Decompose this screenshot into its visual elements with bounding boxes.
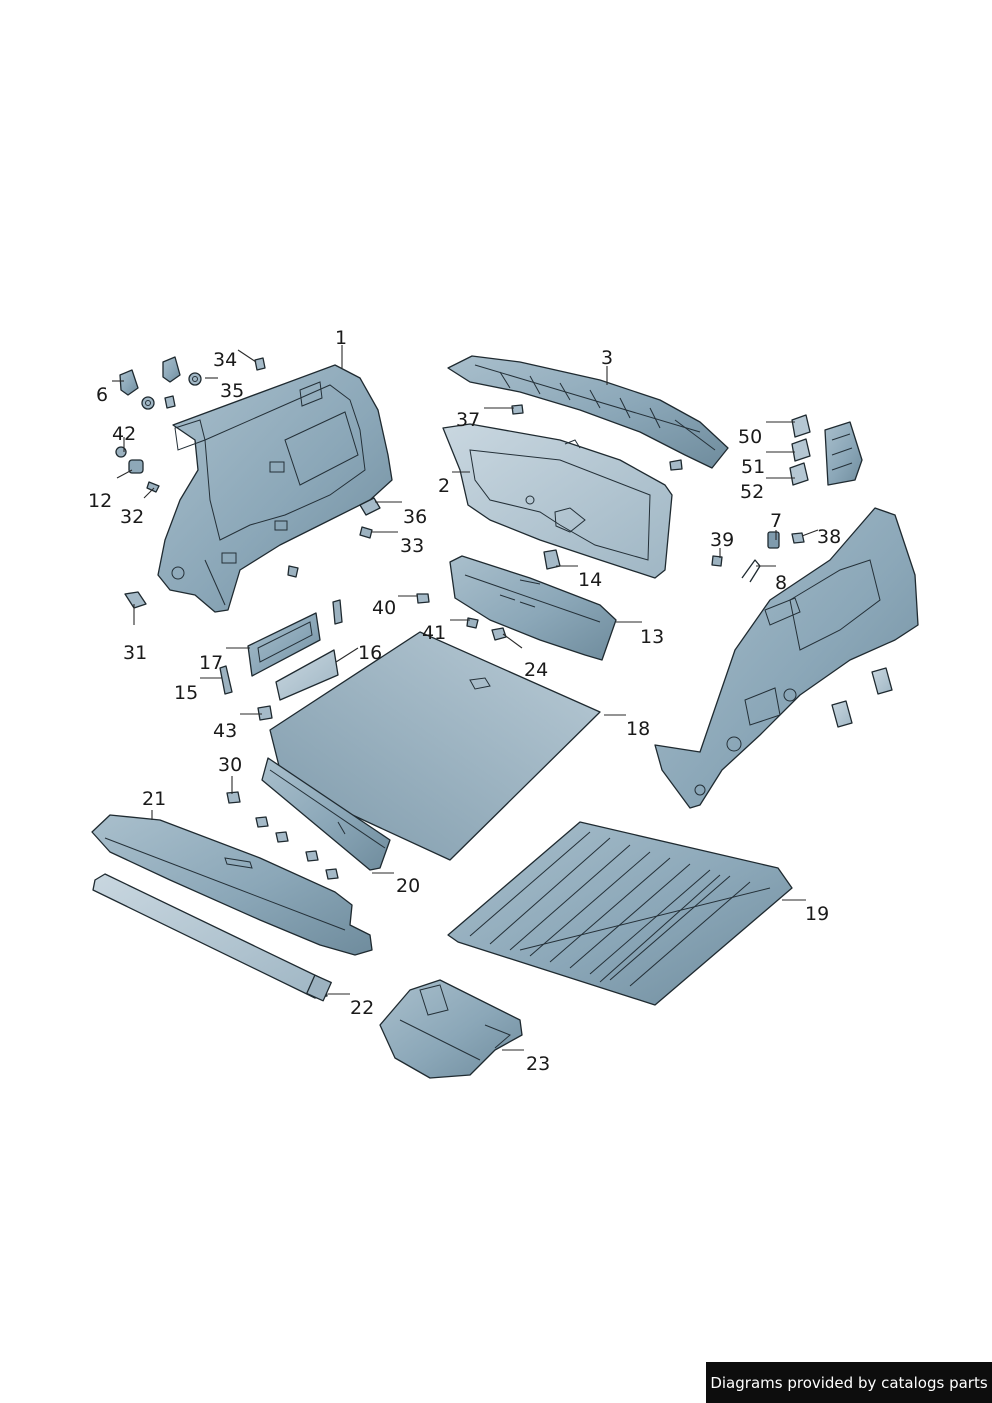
clip-part-24	[491, 627, 507, 641]
callout-39: 39	[710, 529, 734, 551]
part-22-partition-tube	[92, 873, 332, 1002]
callout-23: 23	[526, 1053, 550, 1075]
callout-52: 52	[740, 481, 764, 503]
clip-part-40	[416, 593, 430, 604]
clip-part-43	[257, 705, 273, 721]
part-2-tailgate-trim	[442, 423, 673, 579]
clip-part-34	[254, 357, 266, 371]
callout-20: 20	[396, 875, 420, 897]
callout-17: 17	[199, 652, 223, 674]
callout-15: 15	[174, 682, 198, 704]
callout-12: 12	[88, 490, 112, 512]
clip-part-3b	[669, 459, 683, 471]
leader-lines	[112, 345, 819, 1051]
callout-43: 43	[213, 720, 237, 742]
callout-6: 6	[96, 384, 108, 406]
clip-part-38	[791, 532, 805, 544]
callout-40: 40	[372, 597, 396, 619]
screw-part-1b	[287, 565, 299, 578]
bracket-right-lower-b	[831, 700, 853, 728]
clip-part-6	[119, 369, 139, 396]
screw-part-39	[711, 555, 723, 567]
callout-31: 31	[123, 642, 147, 664]
callout-18: 18	[626, 718, 650, 740]
part-16-pocket-cover	[275, 649, 339, 701]
callout-22: 22	[350, 997, 374, 1019]
callout-1: 1	[335, 327, 347, 349]
part-3-upper-trim	[447, 355, 729, 469]
callout-50: 50	[738, 426, 762, 448]
callout-16: 16	[358, 642, 382, 664]
callout-30: 30	[218, 754, 242, 776]
covers-part-50-51-52	[789, 414, 811, 486]
callout-labels: 1 3 34 6 35 37 42 2 12 32 36 33 50 51 52…	[88, 327, 841, 1075]
callout-3: 3	[601, 347, 613, 369]
part-23-storage-tray	[379, 979, 523, 1079]
clip-part-37	[511, 404, 524, 415]
clip-part-31	[124, 591, 147, 609]
clip-part-7	[767, 531, 780, 549]
bracket-right-upper	[824, 421, 863, 486]
callout-32: 32	[120, 506, 144, 528]
callout-7: 7	[770, 510, 782, 532]
callout-51: 51	[741, 456, 765, 478]
part-17-storage-pocket	[247, 612, 321, 677]
part-13-lock-cover	[449, 555, 617, 661]
callout-14: 14	[578, 569, 602, 591]
clips-part-30	[226, 791, 339, 880]
callout-19: 19	[805, 903, 829, 925]
callout-35: 35	[220, 380, 244, 402]
grommet-part-35b	[141, 396, 155, 410]
clip-part-35c	[164, 395, 176, 409]
part-21-luggage-cover	[91, 814, 373, 956]
callout-8: 8	[775, 572, 787, 594]
credit-banner: Diagrams provided by catalogs parts	[706, 1362, 992, 1403]
callout-41: 41	[422, 622, 446, 644]
clip-part-6b	[162, 356, 181, 383]
screw-part-32	[146, 481, 160, 493]
hook-part-8	[741, 559, 761, 583]
callout-24: 24	[524, 659, 548, 681]
part-right-side-trim	[654, 507, 919, 809]
callout-2: 2	[438, 475, 450, 497]
screw-part-33	[359, 526, 373, 539]
grommet-part-35	[188, 372, 202, 386]
callout-42: 42	[112, 423, 136, 445]
callout-13: 13	[640, 626, 664, 648]
part-15-bracket	[219, 665, 233, 695]
callout-36: 36	[403, 506, 427, 528]
callout-34: 34	[213, 349, 237, 371]
callout-38: 38	[817, 526, 841, 548]
callout-21: 21	[142, 788, 166, 810]
callout-37: 37	[456, 409, 480, 431]
bracket-right-lower-a	[871, 667, 893, 695]
nut-part-12	[128, 459, 144, 474]
part-1-left-side-trim	[157, 364, 393, 613]
part-19-floor-mat	[447, 821, 793, 1006]
callout-33: 33	[400, 535, 424, 557]
part-20-sill-cover	[261, 757, 391, 871]
part-17b-strip	[332, 599, 343, 625]
